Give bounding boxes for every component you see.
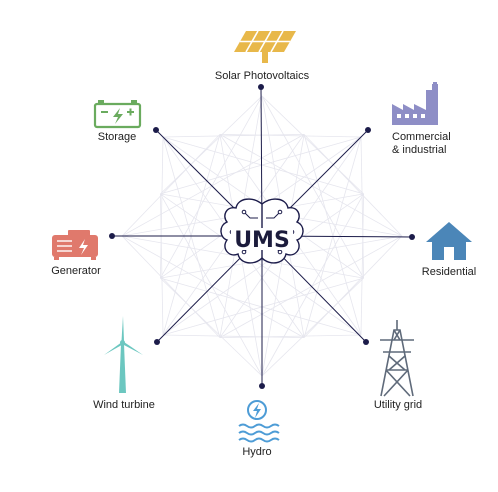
hub-label: UMS (234, 228, 290, 253)
connector-dot-residential (409, 234, 415, 240)
connector-dot-commercial (365, 127, 371, 133)
mesh-line (121, 134, 305, 237)
background-mesh (121, 95, 403, 377)
mesh-line (160, 95, 263, 279)
node-utility: Utility grid (374, 320, 422, 411)
mesh-line (303, 134, 362, 336)
mesh-line (162, 136, 364, 195)
node-wind: Wind turbine (93, 316, 155, 411)
node-solar: Solar Photovoltaics (215, 30, 310, 82)
mesh-line (219, 134, 403, 237)
mesh-line (121, 235, 221, 338)
mesh-line (261, 95, 364, 279)
mesh-line (303, 235, 403, 338)
mesh-line (162, 134, 221, 336)
mesh-line (162, 134, 305, 138)
mesh-line (162, 136, 221, 338)
mesh-line (360, 193, 364, 336)
node-hydro: Hydro (238, 400, 280, 458)
house-icon (426, 222, 472, 260)
mesh-line (160, 193, 362, 336)
mesh-line (360, 136, 364, 279)
mesh-line (303, 134, 403, 237)
connector-dot-hydro (259, 383, 265, 389)
factory-icon (392, 82, 438, 125)
node-label-residential: Residential (422, 266, 476, 278)
hub-label-backdrop (231, 228, 293, 250)
mesh-line (261, 193, 364, 377)
node-residential: Residential (422, 222, 476, 278)
generator-icon (52, 230, 98, 260)
node-generator: Generator (51, 230, 101, 277)
mesh-line (219, 235, 403, 338)
mesh-line (303, 136, 362, 338)
node-label-wind: Wind turbine (93, 399, 155, 411)
node-label-solar: Solar Photovoltaics (215, 70, 310, 82)
connector-dot-generator (109, 233, 115, 239)
mesh-line (160, 193, 263, 377)
node-commercial: Commercial & industrial (392, 82, 451, 156)
hydro-water-icon (238, 400, 280, 443)
mesh-line (160, 136, 164, 279)
mesh-line (162, 277, 364, 336)
mesh-line (162, 334, 305, 338)
mesh-line (261, 277, 364, 377)
node-label-hydro: Hydro (242, 446, 271, 458)
mesh-line (162, 193, 364, 336)
mesh-line (160, 95, 263, 195)
transmission-tower-icon (380, 320, 414, 397)
mesh-line (219, 134, 362, 138)
connector-dot-solar (258, 84, 264, 90)
solar-panel-icon (234, 30, 296, 63)
battery-icon (93, 100, 142, 129)
mesh-line (160, 277, 263, 377)
node-label-utility: Utility grid (374, 399, 422, 411)
mesh-line (219, 334, 362, 338)
mesh-line (160, 193, 164, 336)
node-label-commercial-line2: & industrial (392, 144, 446, 156)
node-label-commercial-line1: Commercial (392, 131, 451, 143)
mesh-line (121, 235, 305, 338)
wind-turbine-icon (104, 316, 143, 393)
node-label-storage: Storage (98, 131, 137, 143)
node-storage: Storage (93, 100, 142, 143)
mesh-line (160, 277, 362, 336)
mesh-line (160, 136, 362, 195)
node-label-generator: Generator (51, 265, 101, 277)
mesh-line (261, 95, 364, 195)
connector-dot-storage (153, 127, 159, 133)
connector-dot-wind (154, 339, 160, 345)
ums-hub: UMS (220, 198, 304, 264)
connector-dot-utility (363, 339, 369, 345)
mesh-line (121, 134, 221, 237)
